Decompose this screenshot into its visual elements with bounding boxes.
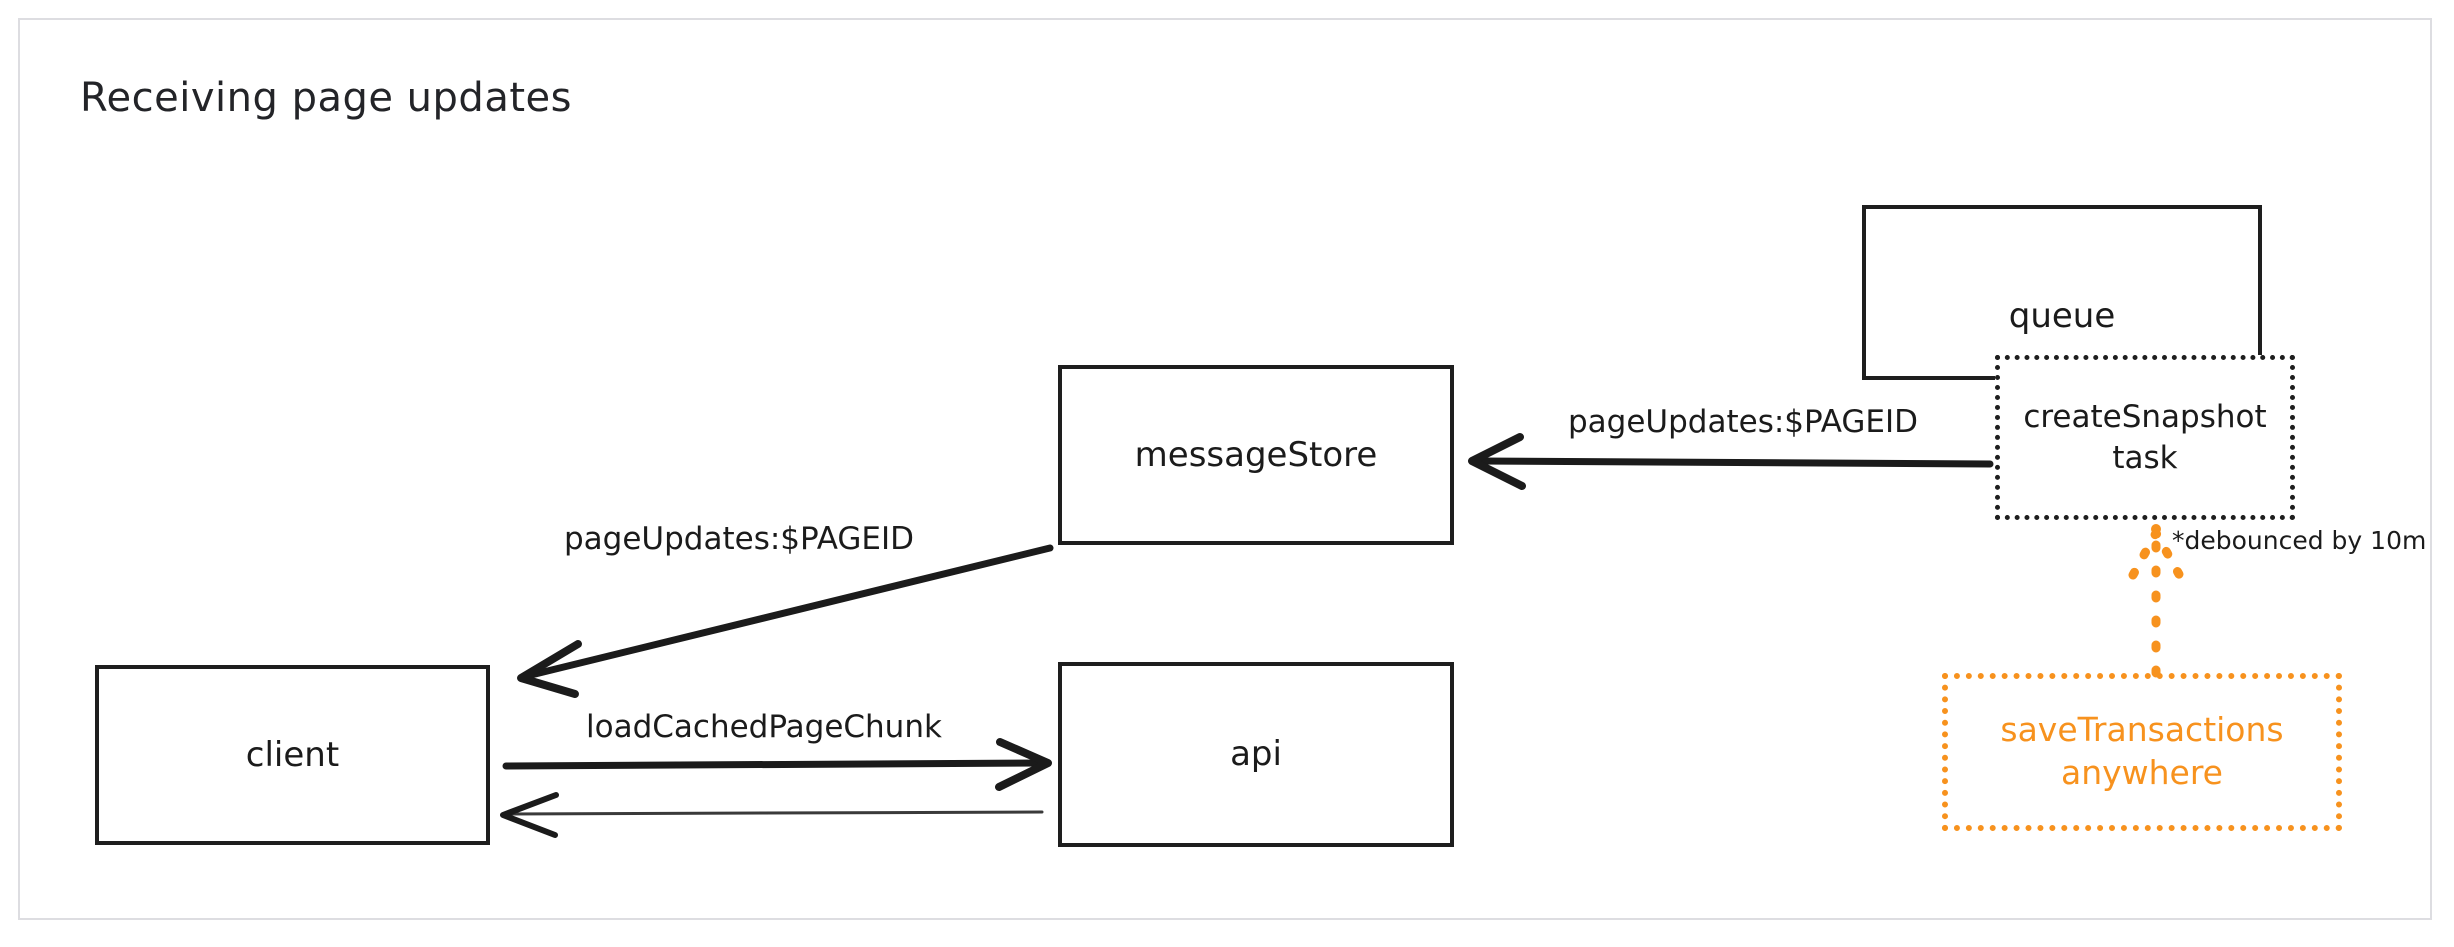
save-transactions-line-2: anywhere — [2060, 753, 2223, 792]
annotation-debounce-note: *debounced by 10m — [2172, 526, 2427, 555]
node-queue-label: queue — [2008, 296, 2116, 337]
node-message-store[interactable]: messageStore — [1058, 365, 1454, 545]
node-save-transactions-anywhere[interactable]: saveTransactions anywhere — [1942, 673, 2342, 831]
save-transactions-line-1: saveTransactions — [2000, 710, 2284, 750]
create-snapshot-line-1: createSnapshot — [2023, 399, 2267, 436]
page-title: Receiving page updates — [80, 75, 572, 121]
node-api-label: api — [1230, 734, 1282, 775]
node-client-label: client — [245, 734, 340, 775]
create-snapshot-line-2: task — [2112, 439, 2178, 476]
node-queue[interactable]: queue — [1862, 205, 2262, 380]
node-save-transactions-label: saveTransactions anywhere — [2000, 709, 2283, 795]
edge-label-queue-to-message-store: pageUpdates:$PAGEID — [1568, 404, 1919, 440]
node-create-snapshot-task[interactable]: createSnapshot task — [1995, 355, 2295, 520]
edge-label-message-store-to-client: pageUpdates:$PAGEID — [564, 521, 915, 557]
node-create-snapshot-task-label: createSnapshot task — [2023, 397, 2266, 478]
node-api[interactable]: api — [1058, 662, 1454, 847]
edge-label-client-to-api: loadCachedPageChunk — [586, 709, 942, 745]
node-client[interactable]: client — [95, 665, 490, 845]
node-message-store-label: messageStore — [1134, 434, 1378, 475]
